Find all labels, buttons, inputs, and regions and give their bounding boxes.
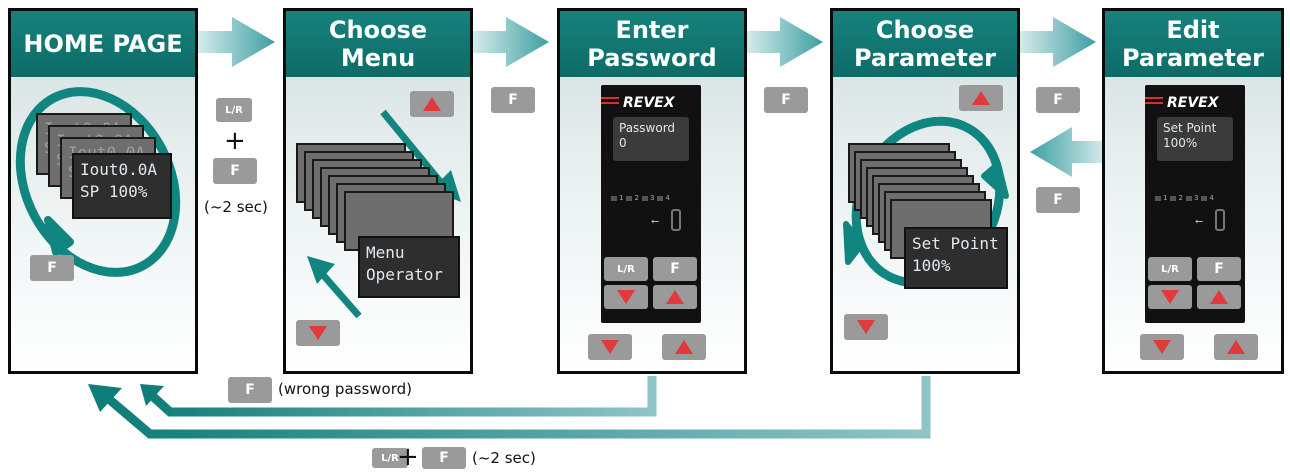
parameter-up-key[interactable]: [959, 85, 1003, 111]
back-arrow-edit-to-parameter: [1030, 127, 1106, 177]
home-screen-display: Iout0.0A SP 100%: [72, 153, 172, 219]
f-key-wrong-password[interactable]: F: [228, 377, 272, 403]
parameter-screen-display: Set Point 100%: [904, 227, 1008, 289]
device-up-key[interactable]: [653, 285, 697, 309]
flow-arrow-2: [472, 17, 549, 67]
status-leds: 1 2 3 4: [1155, 193, 1235, 203]
up-arrow-icon: [675, 340, 693, 354]
device-edit: REVEX Set Point 100% 1 2 3 4 ⭠ L/R F: [1145, 85, 1245, 323]
usb-icon: ⭠: [651, 216, 659, 227]
led-1: 1: [611, 193, 623, 203]
home-f-key[interactable]: F: [30, 255, 74, 281]
down-arrow-icon: [857, 320, 875, 334]
up-arrow-icon: [666, 290, 684, 304]
password-screen: Password 0: [613, 117, 689, 161]
edit-down-key[interactable]: [1140, 334, 1184, 360]
lr-key-to-menu[interactable]: L/R: [216, 98, 252, 122]
down-arrow-icon: [617, 290, 635, 304]
f-key-return-home[interactable]: F: [422, 447, 466, 469]
brand-stripe: [601, 97, 619, 99]
edit-screen: Set Point 100%: [1157, 117, 1233, 161]
usb-icon: ⭠: [1195, 216, 1203, 227]
panel-title-home-page: HOME PAGE: [11, 11, 195, 77]
lr-key-return-home[interactable]: L/R: [372, 448, 408, 468]
device-down-key[interactable]: [604, 285, 648, 309]
plus-sign-return-home: +: [397, 442, 419, 472]
usb-port: [1215, 209, 1225, 231]
plus-sign-to-menu: +: [224, 126, 246, 156]
device-password: REVEX Password 0 1 2 3 4 ⭠ L/R F: [601, 85, 701, 323]
panel-title-enter-password: Enter Password: [560, 11, 744, 77]
brand-stripe: [1145, 97, 1163, 99]
up-arrow-icon: [423, 97, 441, 111]
f-key-to-menu[interactable]: F: [213, 158, 257, 184]
panel-title-edit-parameter: Edit Parameter: [1105, 11, 1281, 77]
device-lr-key[interactable]: L/R: [604, 257, 648, 281]
return-arrowhead-wrong-password: [140, 384, 164, 406]
wrong-password-label: (wrong password): [278, 380, 412, 398]
up-arrow-icon: [972, 91, 990, 105]
flow-arrow-4: [1019, 17, 1096, 67]
brand-stripe: [1145, 102, 1163, 104]
f-key-to-parameter[interactable]: F: [764, 87, 808, 113]
led-4: 4: [657, 193, 670, 203]
brand-logo: REVEX: [1167, 95, 1219, 111]
menu-down-key[interactable]: [296, 320, 340, 346]
edit-up-key[interactable]: [1214, 334, 1258, 360]
led-2: 2: [1170, 193, 1183, 203]
return-path-wrong-password: [144, 376, 657, 417]
led-3: 3: [641, 193, 654, 203]
return-arrowhead-lr-f: [88, 384, 122, 412]
led-1: 1: [1155, 193, 1167, 203]
f-key-back-to-parameter[interactable]: F: [1036, 187, 1080, 213]
device-up-key[interactable]: [1197, 285, 1241, 309]
hold-time-label: (~2 sec): [204, 198, 268, 216]
up-arrow-icon: [1210, 290, 1228, 304]
up-arrow-icon: [1227, 340, 1245, 354]
device-down-key[interactable]: [1148, 285, 1192, 309]
device-f-key[interactable]: F: [1197, 257, 1241, 281]
parameter-down-key[interactable]: [844, 314, 888, 340]
panel-title-choose-menu: Choose Menu: [286, 11, 470, 77]
password-up-key[interactable]: [662, 334, 706, 360]
led-4: 4: [1201, 193, 1214, 203]
panel-title-choose-parameter: Choose Parameter: [833, 11, 1017, 77]
device-lr-key[interactable]: L/R: [1148, 257, 1192, 281]
down-arrow-icon: [1161, 290, 1179, 304]
f-key-to-password[interactable]: F: [491, 87, 535, 113]
flow-arrow-3: [746, 17, 823, 67]
flow-arrow-1: [197, 17, 275, 67]
menu-screen-display: Menu Operator: [358, 236, 460, 298]
down-arrow-icon: [601, 340, 619, 354]
f-key-to-edit[interactable]: F: [1036, 87, 1080, 113]
brand-stripe: [601, 102, 619, 104]
status-leds: 1 2 3 4: [611, 193, 691, 203]
device-f-key[interactable]: F: [653, 257, 697, 281]
brand-logo: REVEX: [623, 95, 675, 111]
menu-up-key[interactable]: [410, 91, 454, 117]
bottom-hold-time-label: (~2 sec): [472, 449, 536, 467]
led-3: 3: [1185, 193, 1198, 203]
return-path-lr-f: [107, 376, 931, 439]
down-arrow-icon: [309, 326, 327, 340]
home-cycle-arrow: [15, 87, 181, 277]
down-arrow-icon: [1153, 340, 1171, 354]
panel-choose-parameter: Choose Parameter: [830, 8, 1020, 374]
usb-port: [671, 209, 681, 231]
led-2: 2: [626, 193, 639, 203]
password-down-key[interactable]: [588, 334, 632, 360]
